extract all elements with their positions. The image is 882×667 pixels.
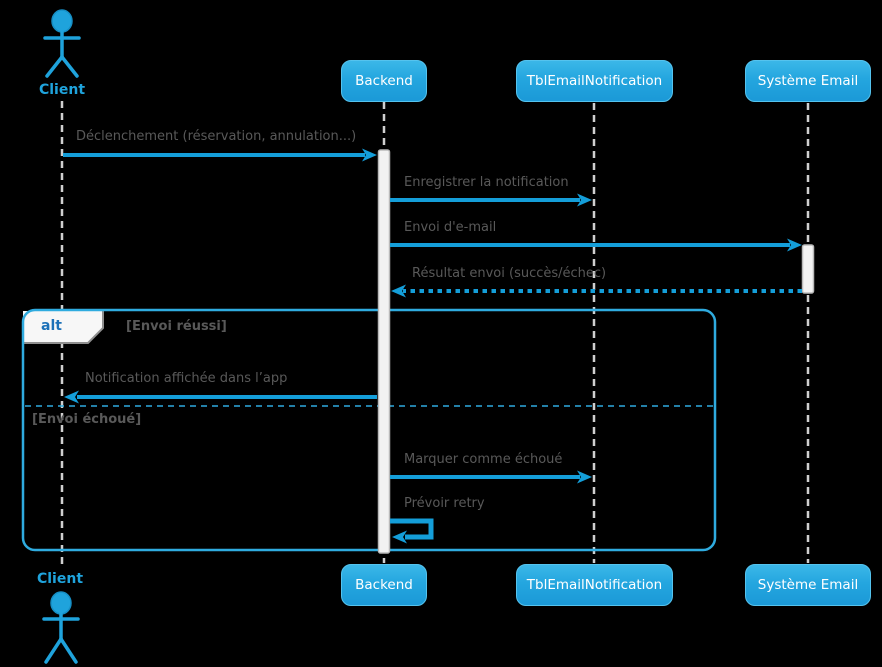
message-label-marquer-echoue: Marquer comme échoué [404, 452, 563, 467]
message-arrow-resultat-envoi [391, 284, 802, 298]
actor-client-top-label: Client [38, 82, 86, 98]
message-arrow-marquer-echoue [390, 470, 592, 484]
message-arrow-notification-app [64, 390, 377, 404]
message-label-notification-app: Notification affichée dans l’app [85, 371, 288, 386]
message-arrow-declenchement [63, 148, 377, 162]
message-label-declenchement: Déclenchement (réservation, annulation..… [76, 129, 357, 144]
alt-frame-border [21, 308, 717, 552]
participant-backend-top: Backend [341, 60, 427, 102]
message-label-resultat-envoi: Résultat envoi (succès/échec) [412, 266, 607, 281]
activation-backend [377, 149, 391, 554]
actor-client-top-icon [43, 9, 81, 78]
alt-guard-failure: [Envoi échoué] [32, 412, 142, 427]
message-arrow-prevoir-retry [390, 518, 434, 544]
participant-tblemail-bottom: TblEmailNotification [516, 564, 673, 606]
participant-systeme-email-top: Système Email [745, 60, 871, 102]
message-label-prevoir-retry: Prévoir retry [404, 496, 485, 511]
participant-systeme-email-bottom: Système Email [745, 564, 871, 606]
alt-operator-tab [23, 311, 103, 343]
message-arrow-enregistrer [390, 193, 592, 207]
activation-systeme-email [801, 244, 815, 294]
alt-operator-label: alt [41, 318, 62, 334]
actor-client-bottom-icon [42, 591, 80, 664]
actor-client-bottom-label: Client [36, 571, 84, 587]
alt-operator-tab-edge [23, 311, 104, 344]
alt-guard-success: [Envoi réussi] [126, 319, 227, 334]
participant-tblemail-top: TblEmailNotification [516, 60, 673, 102]
message-label-enregistrer: Enregistrer la notification [404, 175, 569, 190]
message-arrow-envoi-email [390, 238, 802, 252]
participant-backend-bottom: Backend [341, 564, 427, 606]
message-label-envoi-email: Envoi d'e-mail [404, 220, 497, 235]
